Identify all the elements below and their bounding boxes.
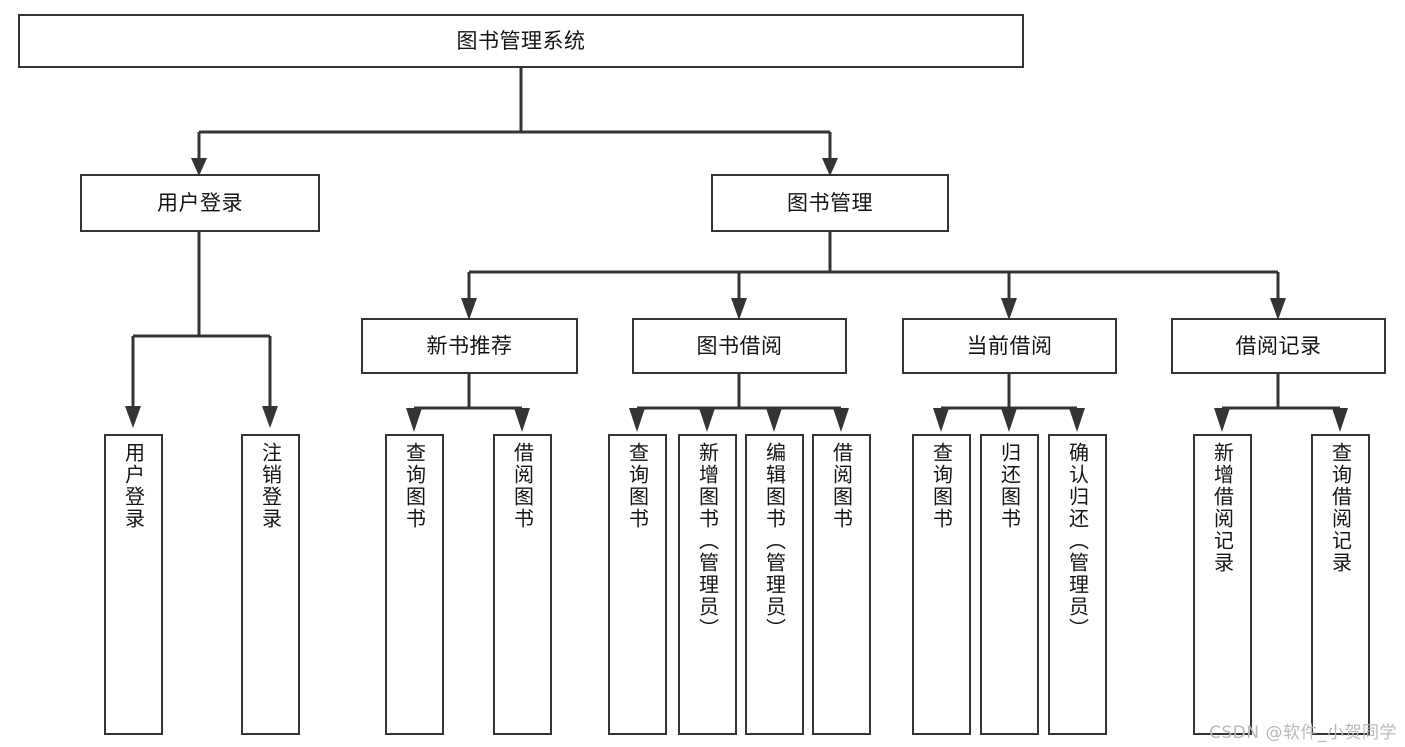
node-new-book-recommend[interactable]: 新书推荐 xyxy=(361,318,578,374)
node-borrow-record[interactable]: 借阅记录 xyxy=(1171,318,1386,374)
arrow-head-leaf-borrow-book-1 xyxy=(514,408,530,432)
node-root-label: 图书管理系统 xyxy=(456,28,586,53)
node-leaf-add-record[interactable]: 新增借阅记录 xyxy=(1193,434,1252,735)
node-leaf-return-book-label: 归还图书 xyxy=(997,442,1022,530)
node-leaf-query-book-1[interactable]: 查询图书 xyxy=(385,434,444,735)
arrow-head-leaf-query-book-1 xyxy=(406,408,422,432)
arrow-head-borrow-record xyxy=(1270,298,1286,320)
node-leaf-borrow-book-1[interactable]: 借阅图书 xyxy=(493,434,552,735)
node-book-manage[interactable]: 图书管理 xyxy=(711,174,949,232)
node-leaf-add-book-label: 新增图书（管理员） xyxy=(695,442,720,640)
node-leaf-logout-login[interactable]: 注销登录 xyxy=(241,434,300,735)
node-current-borrow[interactable]: 当前借阅 xyxy=(902,318,1117,374)
arrow-head-leaf-edit-book xyxy=(766,408,782,432)
node-leaf-edit-book-label: 编辑图书（管理员） xyxy=(762,442,787,640)
node-leaf-add-record-label: 新增借阅记录 xyxy=(1210,442,1235,574)
node-leaf-user-login[interactable]: 用户登录 xyxy=(104,434,163,735)
node-borrow-record-label: 借阅记录 xyxy=(1235,333,1322,358)
node-leaf-borrow-book-2[interactable]: 借阅图书 xyxy=(812,434,871,735)
arrow-head-leaf-borrow-book-2 xyxy=(833,408,849,432)
node-user-login-label: 用户登录 xyxy=(157,190,243,215)
node-leaf-add-book[interactable]: 新增图书（管理员） xyxy=(678,434,737,735)
node-book-borrow-label: 图书借阅 xyxy=(696,333,783,358)
arrow-head-leaf-add-record xyxy=(1214,408,1230,432)
arrow-head-leaf-user-login xyxy=(125,406,141,428)
node-leaf-query-book-2-label: 查询图书 xyxy=(625,442,650,530)
node-leaf-query-book-2[interactable]: 查询图书 xyxy=(608,434,667,735)
node-leaf-query-book-3[interactable]: 查询图书 xyxy=(912,434,971,735)
node-root[interactable]: 图书管理系统 xyxy=(18,14,1024,68)
arrow-head-leaf-add-book xyxy=(699,408,715,432)
arrow-head-leaf-query-book-3 xyxy=(933,408,949,432)
node-leaf-user-login-label: 用户登录 xyxy=(121,442,146,530)
node-leaf-confirm-return-label: 确认归还（管理员） xyxy=(1065,442,1090,640)
arrow-head-leaf-confirm-return xyxy=(1069,408,1085,432)
arrow-head-leaf-return-book xyxy=(1001,408,1017,432)
node-leaf-logout-login-label: 注销登录 xyxy=(258,442,283,530)
arrow-head-leaf-query-record xyxy=(1332,408,1348,432)
arrow-head-leaf-logout-login xyxy=(262,406,278,428)
node-leaf-return-book[interactable]: 归还图书 xyxy=(980,434,1039,735)
node-leaf-query-record-label: 查询借阅记录 xyxy=(1328,442,1353,574)
node-user-login[interactable]: 用户登录 xyxy=(80,174,320,232)
arrow-head-book-borrow xyxy=(731,298,747,320)
arrow-head-leaf-query-book-2 xyxy=(629,408,645,432)
node-leaf-query-book-1-label: 查询图书 xyxy=(402,442,427,530)
node-leaf-query-book-3-label: 查询图书 xyxy=(929,442,954,530)
arrow-head-current-borrow xyxy=(1001,298,1017,320)
node-book-manage-label: 图书管理 xyxy=(787,190,873,215)
node-book-borrow[interactable]: 图书借阅 xyxy=(632,318,847,374)
node-leaf-borrow-book-1-label: 借阅图书 xyxy=(510,442,535,530)
node-leaf-query-record[interactable]: 查询借阅记录 xyxy=(1311,434,1370,735)
arrow-head-new-book-recommend xyxy=(461,298,477,320)
node-new-book-recommend-label: 新书推荐 xyxy=(426,333,513,358)
node-current-borrow-label: 当前借阅 xyxy=(966,333,1053,358)
watermark-text: CSDN @软件_小贺同学 xyxy=(1209,723,1397,743)
node-leaf-confirm-return[interactable]: 确认归还（管理员） xyxy=(1048,434,1107,735)
node-leaf-edit-book[interactable]: 编辑图书（管理员） xyxy=(745,434,804,735)
node-leaf-borrow-book-2-label: 借阅图书 xyxy=(829,442,854,530)
